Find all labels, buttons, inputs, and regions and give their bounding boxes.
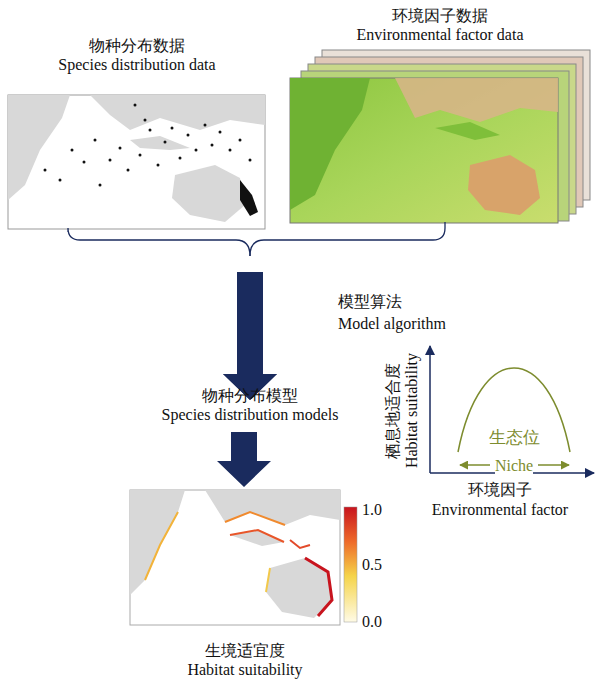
axis-label: 环境因子 (468, 480, 532, 499)
caption-en: Habitat suitability (187, 660, 302, 679)
map-panel: 生境适宜度Habitat suitability (120, 489, 370, 679)
model-box: 物种分布模型Species distribution models (110, 342, 390, 424)
caption-zh: 物种分布数据 (89, 36, 185, 55)
habitat-map (130, 490, 357, 625)
caption-zh: 环境因子数据 (392, 6, 488, 25)
caption-zh: 生境适宜度 (205, 641, 285, 660)
scale-value: 0.0 (362, 612, 382, 631)
algorithm-label: 模型算法 (338, 292, 402, 311)
niche-chart (430, 346, 594, 473)
niche-label: 生态位 (489, 428, 540, 447)
scale-value: 1.0 (362, 500, 382, 519)
species-map (8, 95, 265, 229)
caption-en: Environmental factor data (356, 25, 523, 44)
axis-label: 栖息地适合度 (383, 362, 402, 458)
caption-en: Species distribution models (162, 405, 339, 424)
niche-label: Niche (495, 456, 533, 475)
env-layers (290, 50, 590, 223)
axis-label: Habitat suitability (403, 352, 422, 467)
flow-arrow (217, 432, 271, 487)
scale-value: 0.5 (362, 555, 382, 574)
flow-arrow (68, 228, 277, 400)
map-panel: 环境因子数据Environmental factor data (320, 6, 560, 220)
caption-en: Species distribution data (58, 55, 215, 74)
algorithm-label: Model algorithm (338, 314, 446, 333)
map-panel: 物种分布数据Species distribution data (8, 36, 266, 230)
caption-zh: 物种分布模型 (202, 386, 298, 405)
axis-label: Environmental factor (432, 500, 568, 519)
